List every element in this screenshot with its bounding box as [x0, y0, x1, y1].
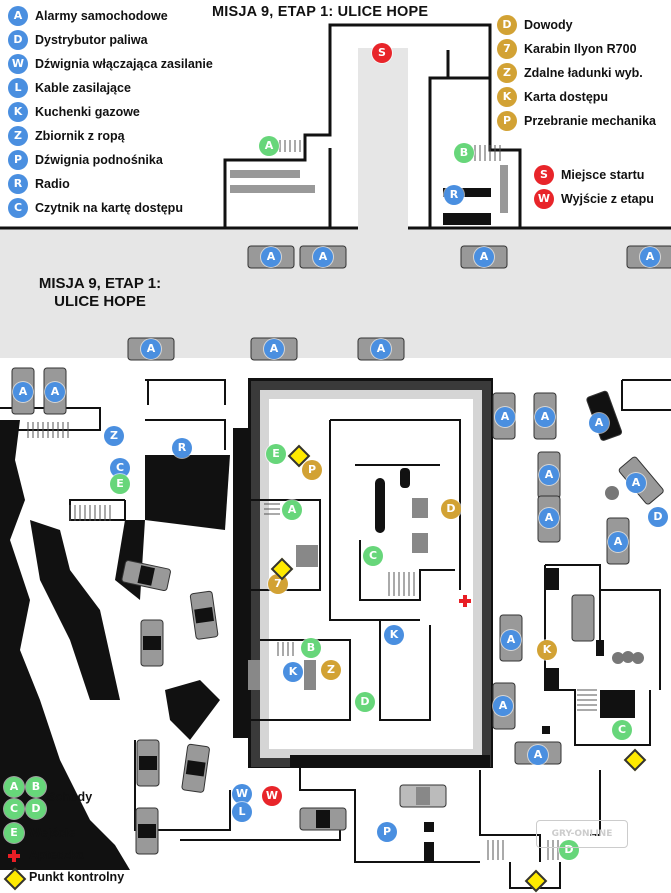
card-reader-marker: C: [110, 458, 130, 478]
radio-marker: R: [172, 438, 192, 458]
top-props: [230, 165, 508, 213]
car-alarm-marker: A: [539, 465, 559, 485]
stairs-label: Schody: [47, 790, 93, 804]
watermark: GRY-ONLINE: [536, 820, 628, 848]
gas-stoves-marker: K: [283, 662, 303, 682]
gas-stove-icon: K: [8, 102, 28, 122]
car-alarm-marker: A: [501, 630, 521, 650]
entrance-marker: E: [110, 474, 130, 494]
stairs-c-marker: C: [612, 720, 632, 740]
car-alarm-marker: A: [589, 413, 609, 433]
radio-marker: R: [444, 185, 464, 205]
lift-lever-marker: P: [377, 822, 397, 842]
fuel-dispenser-icon: D: [8, 30, 28, 50]
entrance-icon: E: [4, 823, 24, 843]
entrance-label: Wejście: [29, 826, 76, 840]
car-alarm-marker: A: [141, 339, 161, 359]
disguise-marker: P: [302, 460, 322, 480]
power-cables-marker: L: [232, 802, 252, 822]
top-buildings: [0, 23, 671, 230]
power-lever-icon: W: [8, 54, 28, 74]
stairs-a-marker: A: [282, 500, 302, 520]
car-alarm-marker: A: [313, 247, 333, 267]
car-alarm-marker: A: [528, 745, 548, 765]
exit-icon: W: [534, 189, 554, 209]
rifle-icon: 7: [497, 39, 517, 59]
car-alarm-marker: A: [640, 247, 660, 267]
map-title-main: MISJA 9, ETAP 1: ULICE HOPE: [0, 275, 200, 311]
car-alarm-marker: A: [261, 247, 281, 267]
access-card-marker: K: [537, 640, 557, 660]
stairs-a-icon: A: [4, 777, 24, 797]
charges-marker: Z: [321, 660, 341, 680]
car-alarm-marker: A: [264, 339, 284, 359]
car-alarm-marker: A: [13, 382, 33, 402]
medkit-marker: [459, 595, 471, 607]
car-alarm-marker: A: [371, 339, 391, 359]
evidence-marker: D: [441, 499, 461, 519]
car-alarm-icon: A: [8, 6, 28, 26]
medkit-label: Apteczka: [29, 848, 84, 862]
start-icon: S: [534, 165, 554, 185]
car-alarm-marker: A: [493, 696, 513, 716]
stairs-b-marker: B: [301, 638, 321, 658]
stairs-c-marker: C: [363, 546, 383, 566]
radio-icon: R: [8, 174, 28, 194]
car-alarm-marker: A: [608, 532, 628, 552]
start-marker: S: [372, 43, 392, 63]
map-title-line1: MISJA 9, ETAP 1:: [38, 275, 162, 292]
exit-marker: W: [262, 786, 282, 806]
lift-lever-icon: P: [8, 150, 28, 170]
stairs-a-marker: A: [259, 136, 279, 156]
car-alarm-marker: A: [474, 247, 494, 267]
stairs-d-icon: D: [26, 799, 46, 819]
street-north: [358, 48, 408, 248]
fuel-dispenser-marker: D: [648, 507, 668, 527]
car-alarm-marker: A: [45, 382, 65, 402]
car-alarm-marker: A: [535, 407, 555, 427]
stairs-d-marker: D: [355, 692, 375, 712]
central-interior: [244, 419, 461, 721]
card-reader-icon: C: [8, 198, 28, 218]
stairs-d-marker: D: [559, 840, 579, 860]
stairs-b-icon: B: [26, 777, 46, 797]
map-title-top: MISJA 9, ETAP 1: ULICE HOPE: [212, 4, 429, 20]
evidence-icon: D: [497, 15, 517, 35]
entrance-marker: E: [266, 444, 286, 464]
map-title-line2: ULICE HOPE: [54, 293, 146, 310]
oil-tank-icon: Z: [8, 126, 28, 146]
car-alarm-marker: A: [626, 473, 646, 493]
car-alarm-marker: A: [539, 508, 559, 528]
access-card-icon: K: [497, 87, 517, 107]
car-alarm-marker: A: [495, 407, 515, 427]
power-lever-marker: W: [232, 784, 252, 804]
remote-charges-icon: Z: [497, 63, 517, 83]
disguise-icon: P: [497, 111, 517, 131]
stairs-b-marker: B: [454, 143, 474, 163]
gas-stoves-marker: K: [384, 625, 404, 645]
checkpoint-label: Punkt kontrolny: [29, 870, 125, 884]
medkit-icon: [8, 850, 20, 862]
oil-tank-marker: Z: [104, 426, 124, 446]
power-cables-icon: L: [8, 78, 28, 98]
stairs-c-icon: C: [4, 799, 24, 819]
